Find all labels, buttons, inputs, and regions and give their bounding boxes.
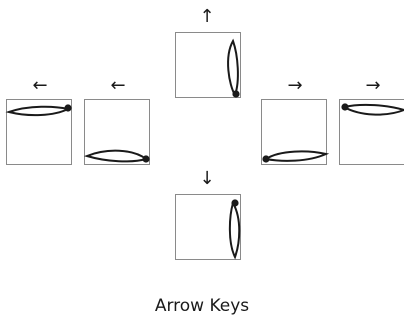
- right-outer-gesture-icon: [341, 103, 404, 116]
- right-inner-key-panel: [261, 99, 330, 165]
- up-gesture-icon: [227, 38, 240, 98]
- right-arrow-icon-outer: →: [365, 75, 381, 96]
- left-inner-gesture-icon: [83, 149, 150, 163]
- right-outer-key-panel: [339, 99, 404, 165]
- left-outer-gesture-icon: [5, 104, 72, 117]
- down-arrow-icon: ↓: [199, 168, 215, 189]
- down-gesture-icon: [228, 199, 241, 260]
- right-arrow-icon-inner: →: [287, 75, 303, 96]
- left-inner-key-panel: [83, 99, 150, 165]
- left-arrow-icon-outer: ←: [32, 75, 48, 96]
- right-inner-gesture-icon: [262, 150, 330, 163]
- down-key-panel: [175, 194, 241, 260]
- up-key-panel: [175, 32, 241, 98]
- up-arrow-icon: ↑: [199, 6, 215, 27]
- left-outer-key-panel: [5, 99, 72, 165]
- left-arrow-icon-inner: ←: [110, 75, 126, 96]
- diagram-caption: Arrow Keys: [154, 296, 250, 316]
